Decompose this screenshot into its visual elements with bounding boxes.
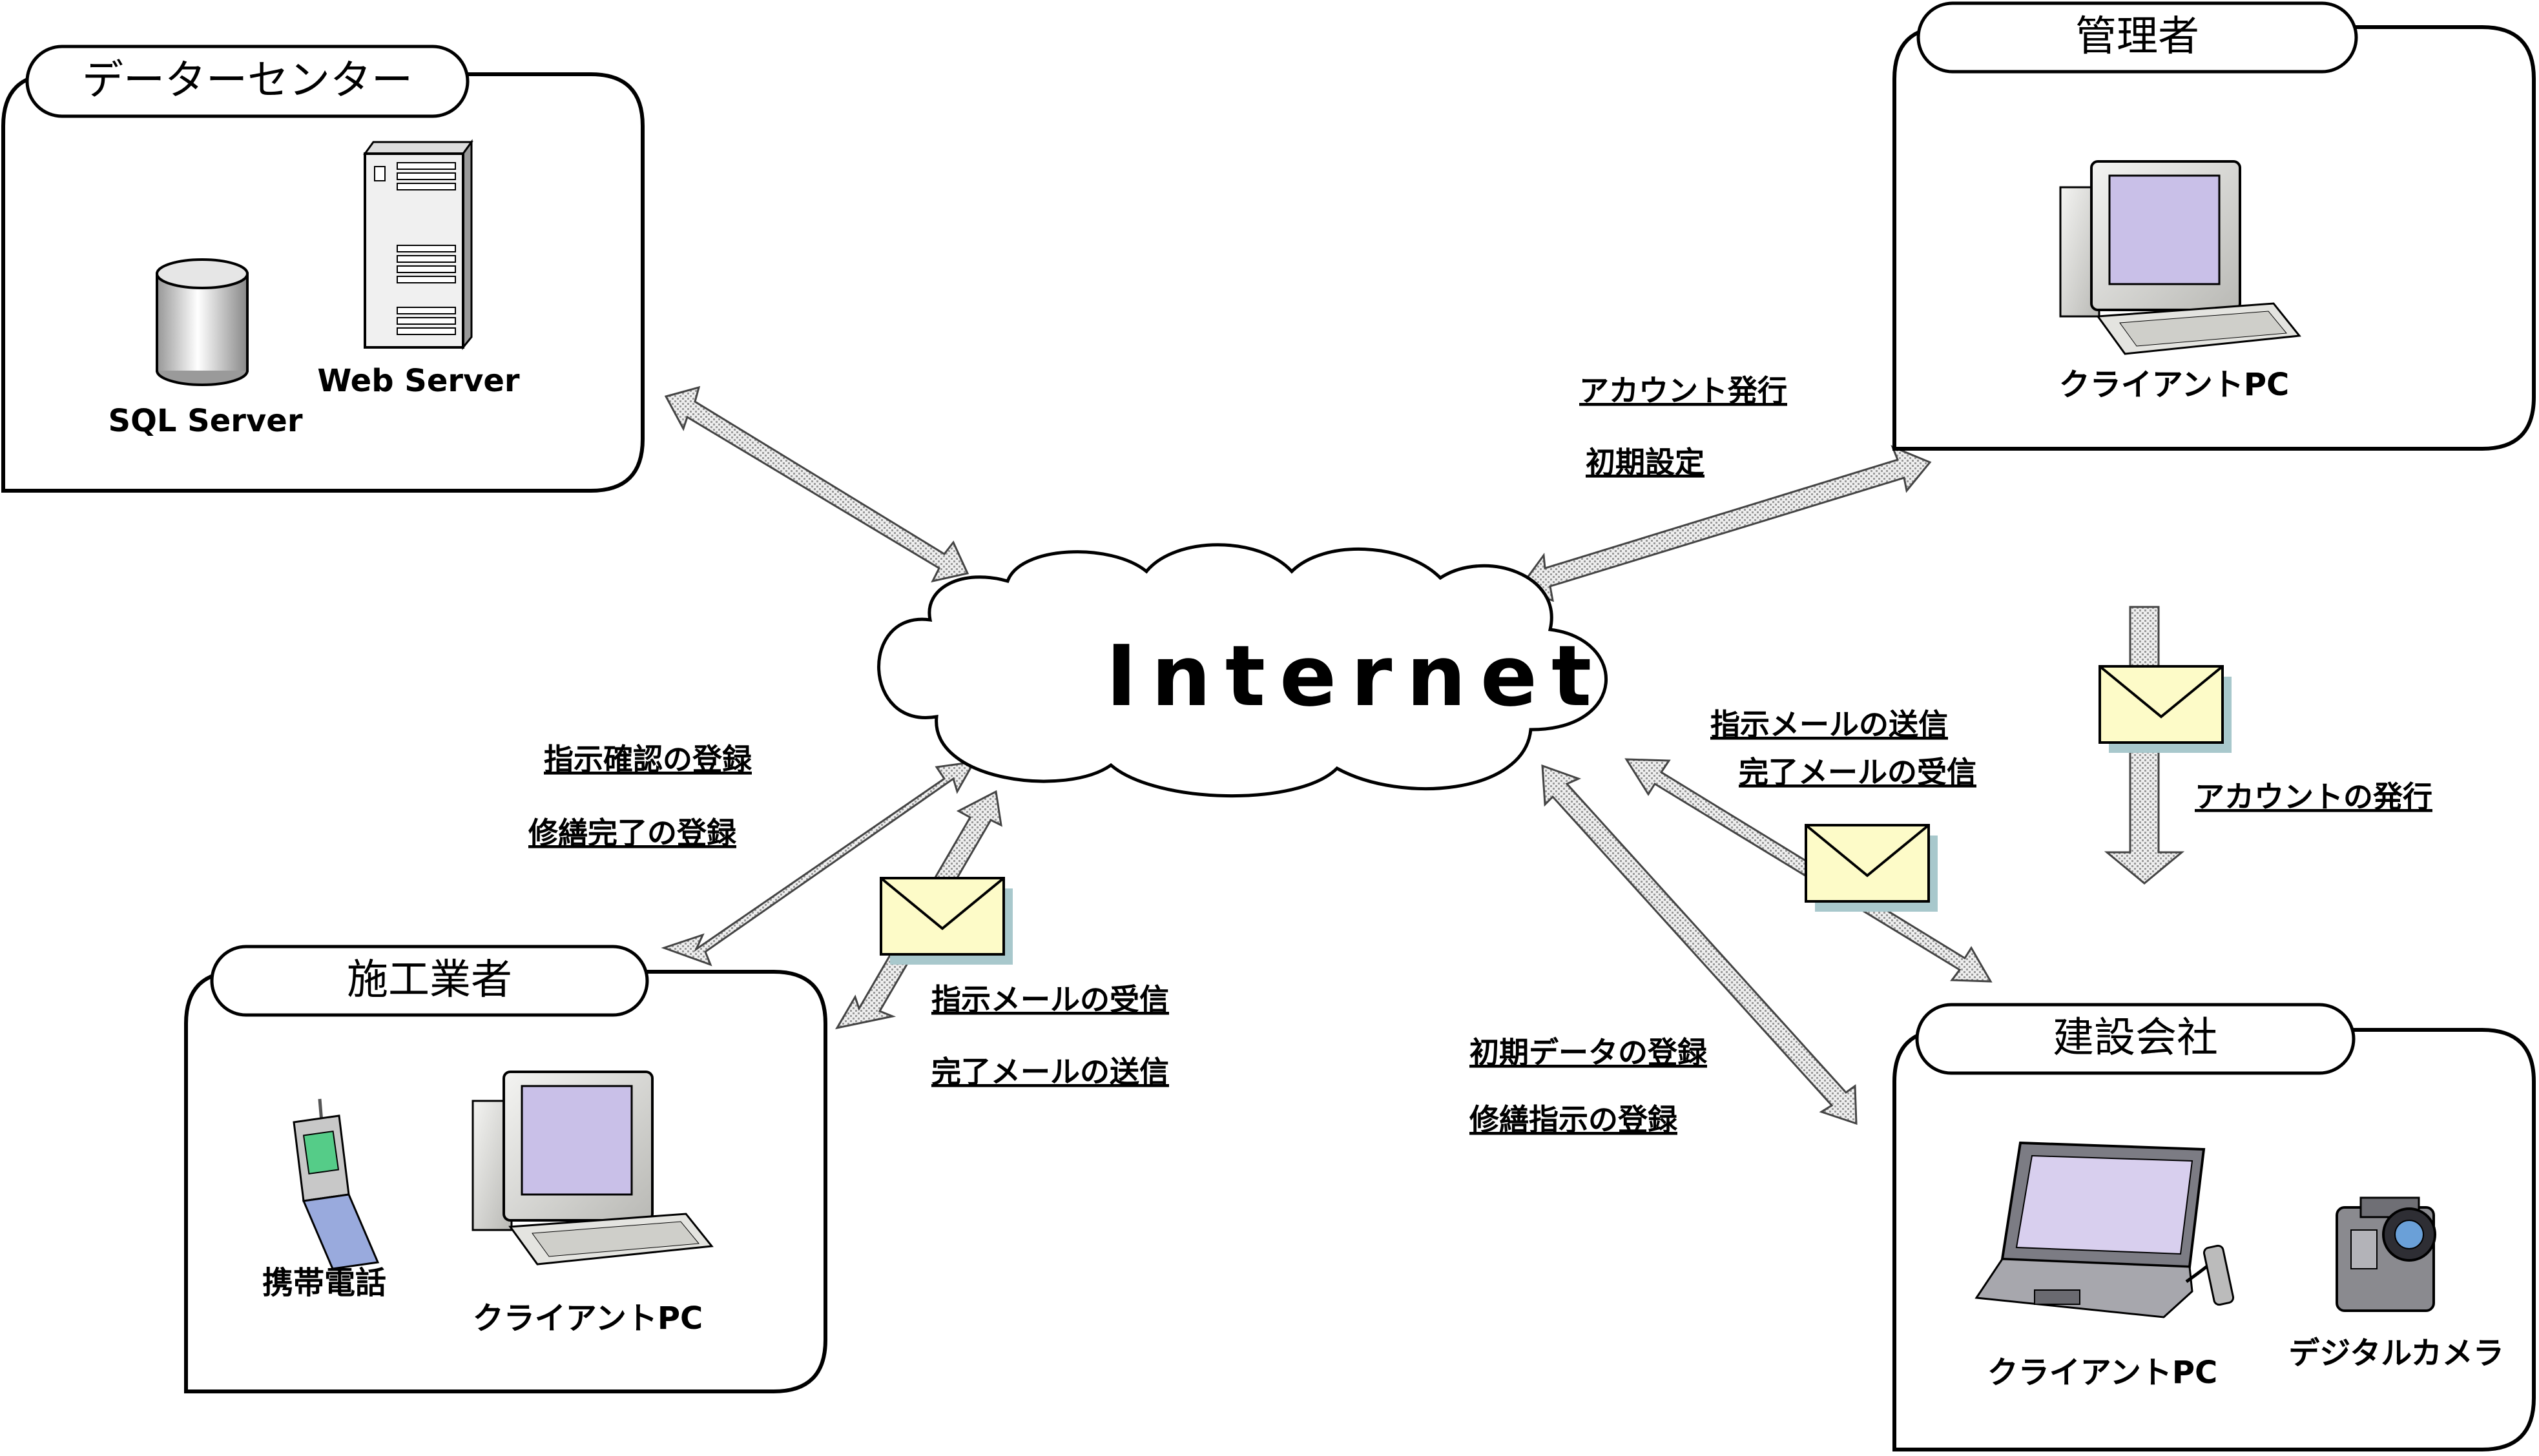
admin-title: 管理者 (2075, 13, 2199, 61)
flow-label-send-complete-mail: 完了メールの送信 (931, 1054, 1169, 1089)
contractor-pc-label: クライアントPC (473, 1300, 703, 1337)
admin-pc-label: クライアントPC (2059, 367, 2290, 403)
contractor-box: 施工業者 携帯電話 クライアントPC (184, 945, 827, 1393)
contractor-desktop-pc-icon (472, 1071, 714, 1266)
datacenter-title: データーセンター (82, 57, 413, 105)
flow-label-send-instruction-mail: 指示メールの送信 (1710, 707, 1948, 742)
mail-envelope-icon-construction (1805, 824, 1938, 912)
flow-label-initial-data: 初期データの登録 (1469, 1035, 1708, 1070)
flow-label-receive-instruction-mail: 指示メールの受信 (931, 982, 1169, 1017)
admin-box: 管理者 クライアントPC (1892, 1, 2536, 451)
internet-cloud (877, 543, 1608, 797)
datacenter-title-tab (25, 45, 470, 118)
arrow-datacenter-internet (664, 385, 969, 583)
arrow-construction-internet (1541, 764, 1858, 1125)
database-icon (156, 258, 249, 386)
db-label: SQL Server (109, 403, 303, 439)
internet-label: Internet (1106, 627, 1606, 725)
camera-label: デジタルカメラ (2288, 1335, 2504, 1371)
construction-title: 建設会社 (2053, 1014, 2218, 1062)
arrow-admin-internet (1517, 445, 1932, 602)
flow-label-repair-instruction: 修繕指示の登録 (1469, 1102, 1678, 1137)
phone-label: 携帯電話 (262, 1265, 386, 1301)
web-server-icon (363, 139, 473, 351)
flow-label-account-issuance: アカウントの発行 (2195, 779, 2432, 814)
laptop-icon (1974, 1141, 2235, 1318)
flow-label-receive-complete-mail: 完了メールの受信 (1739, 755, 1976, 790)
construction-pc-label: クライアントPC (1987, 1355, 2218, 1391)
contractor-title: 施工業者 (347, 956, 512, 1004)
datacenter-box: データーセンター SQL Server Web Server (1, 45, 645, 493)
construction-box: 建設会社 クライアントPC デジタルカメラ (1892, 1003, 2536, 1451)
admin-title-tab (1916, 1, 2358, 74)
server-label: Web Server (317, 363, 520, 399)
flow-label-initial-settings: 初期設定 (1586, 445, 1705, 480)
mobile-phone-icon (293, 1098, 380, 1270)
flow-label-repair-complete: 修繕完了の登録 (528, 815, 737, 850)
desktop-pc-icon (2059, 160, 2301, 355)
flow-label-account-issue: アカウント発行 (1579, 373, 1787, 408)
mail-envelope-icon-contractor (880, 877, 1013, 965)
mail-envelope-icon-admin (2099, 665, 2232, 753)
construction-title-tab (1915, 1003, 2356, 1075)
flow-label-instruction-confirm: 指示確認の登録 (544, 742, 752, 777)
contractor-title-tab (210, 945, 649, 1017)
camera-icon (2336, 1196, 2436, 1312)
